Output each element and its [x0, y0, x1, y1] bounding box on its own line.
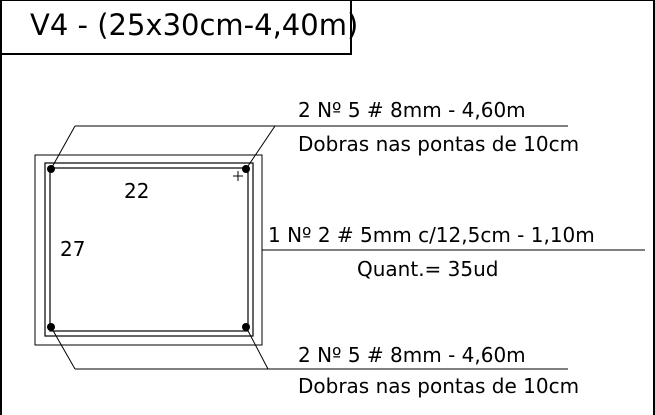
section-height-label: 27: [60, 237, 85, 261]
bottom-rebar-spec: 2 Nº 5 # 8mm - 4,60m: [298, 343, 526, 367]
beam-title: V4 - (25x30cm-4,40m): [30, 8, 359, 42]
leader-top-right: [245, 125, 276, 170]
section-width-label: 22: [124, 179, 149, 203]
stirrup-inner: [49, 167, 249, 332]
top-rebar-spec: 2 Nº 5 # 8mm - 4,60m: [298, 98, 526, 122]
leader-bottom-right: [245, 326, 269, 370]
stirrup-quantity: Quant.= 35ud: [357, 257, 498, 281]
stirrup-spec: 1 Nº 2 # 5mm c/12,5cm - 1,10m: [268, 223, 595, 247]
top-rebar-note: Dobras nas pontas de 10cm: [298, 132, 579, 156]
stirrup-outer: [44, 162, 254, 337]
title-box: V4 - (25x30cm-4,40m): [0, 0, 358, 55]
leader-bottom-left: [50, 326, 76, 370]
leader-top-left: [50, 125, 76, 170]
bottom-rebar-note: Dobras nas pontas de 10cm: [298, 374, 579, 398]
